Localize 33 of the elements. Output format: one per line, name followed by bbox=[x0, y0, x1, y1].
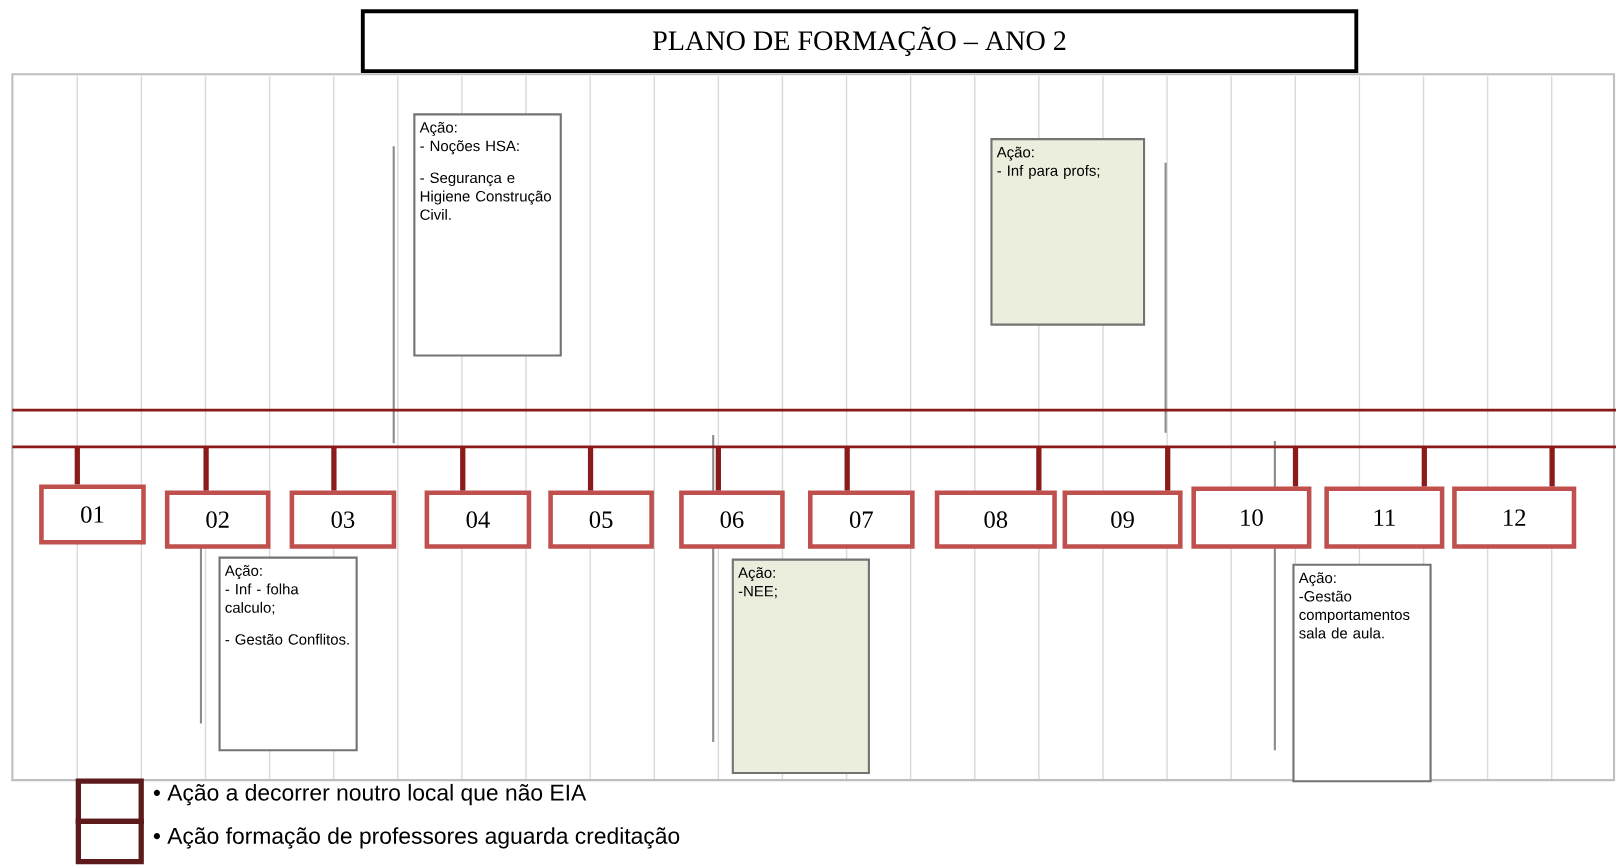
month-box: 06 bbox=[679, 490, 785, 549]
legend-text: • Ação a decorrer noutro local que não EIA bbox=[153, 783, 587, 806]
title-box: PLANO DE FORMAÇÃO – ANO 2 bbox=[360, 9, 1359, 74]
month-box: 04 bbox=[424, 490, 532, 549]
month-box: 02 bbox=[164, 490, 271, 549]
month-box: 03 bbox=[289, 490, 397, 549]
tick-mark bbox=[1036, 446, 1042, 491]
tick-mark bbox=[1165, 446, 1171, 491]
month-box: 11 bbox=[1324, 486, 1445, 549]
timeline-bar bbox=[10, 408, 1616, 449]
month-box: 12 bbox=[1452, 486, 1577, 549]
tick-mark bbox=[203, 446, 209, 491]
tick-mark bbox=[715, 446, 721, 491]
month-box: 07 bbox=[808, 490, 915, 549]
action-box: Ação: -Gestão comportamentos sala de aula. bbox=[1292, 563, 1432, 783]
month-box: 09 bbox=[1062, 490, 1183, 549]
tick-mark bbox=[587, 446, 594, 491]
month-box: 08 bbox=[934, 490, 1057, 549]
legend-text: • Ação formação de professores aguarda creditação bbox=[153, 827, 680, 849]
action-box: Ação: - Inf - folha calculo; - Gestão Conflitos. bbox=[218, 556, 358, 752]
tick-mark bbox=[331, 446, 337, 491]
tick-mark bbox=[844, 446, 850, 491]
month-box: 01 bbox=[39, 484, 146, 545]
month-box: 10 bbox=[1191, 486, 1312, 549]
tick-mark bbox=[1421, 446, 1427, 487]
month-box: 05 bbox=[548, 490, 654, 549]
tick-mark bbox=[460, 446, 466, 491]
action-box: Ação: -NEE; bbox=[731, 558, 870, 775]
tick-mark bbox=[1292, 446, 1299, 487]
tick-mark bbox=[74, 446, 80, 485]
tick-mark bbox=[1549, 446, 1555, 487]
action-box: Ação: - Noções HSA: - Segurança e Higiene Construção Civil. bbox=[413, 113, 562, 357]
action-box: Ação: - Inf para profs; bbox=[990, 138, 1146, 326]
